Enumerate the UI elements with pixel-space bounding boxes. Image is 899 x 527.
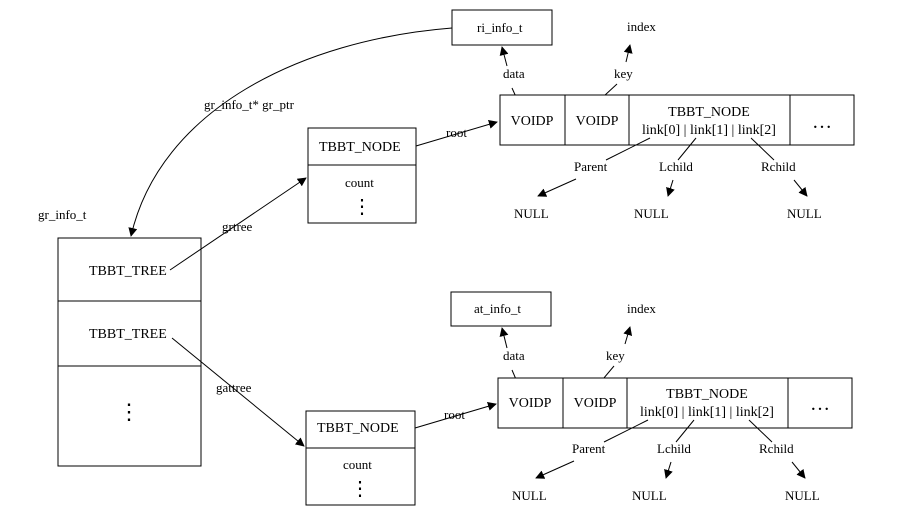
bottom-lchild-arrow <box>664 461 673 479</box>
top-null-parent: NULL <box>514 206 549 221</box>
bottom-record-box <box>497 377 853 429</box>
top-parent-label: Parent <box>574 159 608 174</box>
bottom-key-label: key <box>606 348 625 363</box>
bottom-more-cell: … <box>810 393 830 415</box>
bottom-key-arrow <box>623 326 633 345</box>
bottom-lchild-label: Lchild <box>657 441 691 456</box>
tbbt-tree-label-1: TBBT_TREE <box>89 264 167 279</box>
top-tbbt-node-box <box>307 127 417 224</box>
bottom-index-label: index <box>627 301 656 316</box>
bottom-node-cell-title: TBBT_NODE <box>666 387 748 402</box>
top-voidp-data-cell: VOIDP <box>511 114 554 129</box>
bottom-null-lchild: NULL <box>632 488 667 503</box>
bottom-parent-arrow <box>535 460 575 479</box>
bottom-rchild-line <box>748 419 773 443</box>
tbbt-tree-slot-2 <box>57 300 202 367</box>
top-tree-group: TBBT_NODE count ⋮ root ri_info_t index d… <box>307 9 855 224</box>
top-null-rchild: NULL <box>787 206 822 221</box>
bottom-node-count: count <box>343 457 372 472</box>
bottom-data-arrow <box>499 327 509 349</box>
top-parent-line <box>605 137 651 161</box>
top-index-label: index <box>627 19 656 34</box>
top-rchild-label: Rchild <box>761 159 796 174</box>
top-node-cell-links: link[0] | link[1] | link[2] <box>642 123 776 138</box>
top-more-cell: … <box>812 111 832 133</box>
bottom-tree-group: TBBT_NODE count ⋮ root at_info_t index d… <box>305 291 853 506</box>
top-node-count: count <box>345 175 374 190</box>
bottom-voidp-key-cell: VOIDP <box>574 396 617 411</box>
top-node-cell-title: TBBT_NODE <box>668 105 750 120</box>
bottom-node-ellipsis: ⋮ <box>350 478 370 500</box>
tbbt-tree-slot-1 <box>57 237 202 302</box>
gr-ptr-arrow <box>128 27 453 237</box>
ri-info-t-box <box>451 9 553 46</box>
ri-info-t-label: ri_info_t <box>477 20 523 35</box>
bottom-null-rchild: NULL <box>785 488 820 503</box>
bottom-lchild-line <box>675 419 695 443</box>
gr-info-t-label: gr_info_t <box>38 207 87 222</box>
gr-ptr-label: gr_info_t* gr_ptr <box>204 97 295 112</box>
top-rchild-arrow <box>793 179 808 197</box>
top-key-label: key <box>614 66 633 81</box>
top-lchild-label: Lchild <box>659 159 693 174</box>
gattree-arrow <box>171 337 305 447</box>
top-rchild-line <box>750 137 775 161</box>
top-data-arrow <box>499 46 509 67</box>
top-root-arrow <box>415 119 498 147</box>
bottom-null-parent: NULL <box>512 488 547 503</box>
bottom-rchild-label: Rchild <box>759 441 794 456</box>
gr-info-struct: TBBT_TREE TBBT_TREE ⋮ <box>57 237 202 467</box>
bottom-node-cell-links: link[0] | link[1] | link[2] <box>640 405 774 420</box>
top-key-arrow <box>623 44 633 63</box>
top-null-lchild: NULL <box>634 206 669 221</box>
bottom-root-arrow <box>414 401 497 429</box>
top-node-ellipsis: ⋮ <box>352 196 372 218</box>
gattree-label: gattree <box>216 380 252 395</box>
struct-vertical-ellipsis: ⋮ <box>118 399 140 424</box>
top-lchild-line <box>677 137 697 161</box>
bottom-voidp-data-cell: VOIDP <box>509 396 552 411</box>
grtree-label: grtree <box>222 219 253 234</box>
at-info-t-label: at_info_t <box>474 301 521 316</box>
top-record-box <box>499 94 855 146</box>
bottom-data-label: data <box>503 348 525 363</box>
top-voidp-key-cell: VOIDP <box>576 114 619 129</box>
top-root-label: root <box>446 125 467 140</box>
top-lchild-arrow <box>666 179 675 197</box>
bottom-parent-line <box>603 419 649 443</box>
bottom-root-label: root <box>444 407 465 422</box>
bottom-parent-label: Parent <box>572 441 606 456</box>
tbbt-tree-label-2: TBBT_TREE <box>89 327 167 342</box>
at-info-t-box <box>450 291 552 327</box>
top-node-title: TBBT_NODE <box>319 140 401 155</box>
struct-ellipsis-slot <box>57 365 202 467</box>
grtree-arrow <box>169 177 307 271</box>
top-data-label: data <box>503 66 525 81</box>
bottom-node-title: TBBT_NODE <box>317 421 399 436</box>
bottom-rchild-arrow <box>791 461 806 479</box>
top-parent-arrow <box>537 178 577 197</box>
bottom-tbbt-node-box <box>305 410 416 506</box>
